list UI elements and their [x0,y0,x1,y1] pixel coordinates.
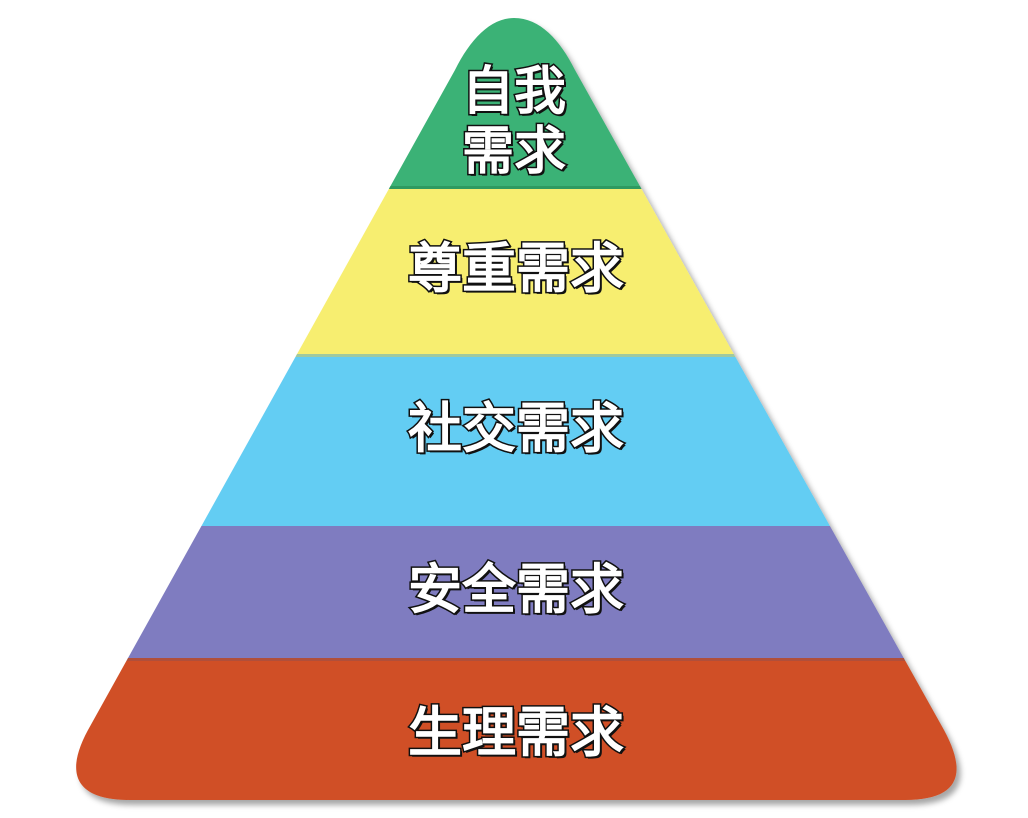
level-5-band [76,661,957,800]
level-4-band [76,526,957,659]
level-1-label-line2: 需求 [460,121,567,184]
level-1-label-line1: 自我 [460,61,567,124]
level-2-label: 尊重需求 [407,237,626,300]
level-1-label: 自我 需求 [444,61,584,184]
level-4-label: 安全需求 [407,558,626,621]
level-5-label: 生理需求 [407,701,626,764]
level-3-label: 社交需求 [407,397,626,460]
